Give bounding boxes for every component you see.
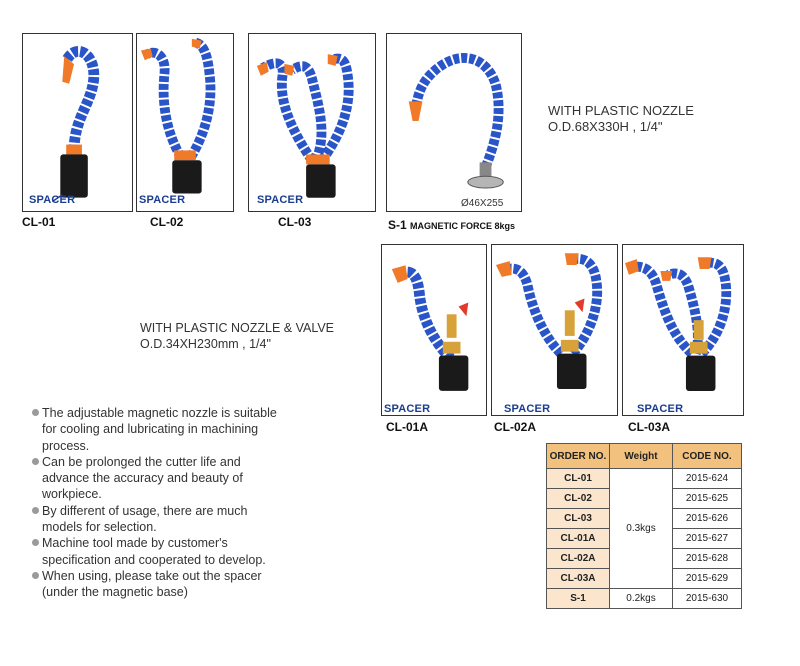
header-weight: Weight [609, 443, 673, 469]
product-image-s-1: Ø46X255 [386, 33, 522, 212]
hose-illustration [408, 53, 504, 189]
code-cell: 2015-628 [672, 548, 742, 569]
code-cell: 2015-629 [672, 568, 742, 589]
hose-illustration [624, 257, 732, 391]
model-label-cl-02a: CL-02A [494, 420, 537, 434]
feature-item: Machine tool made by customer's specific… [32, 535, 290, 568]
order-cell: CL-01 [546, 468, 610, 489]
dimension-label: Ø46X255 [461, 198, 504, 209]
product-image-cl-03: SPACER [248, 33, 376, 212]
table-row: CL-03A 2015-629 [546, 568, 742, 589]
table-row: CL-03 2015-626 [546, 508, 742, 529]
hose-illustration [140, 37, 216, 194]
code-cell: 2015-624 [672, 468, 742, 489]
spacer-label: SPACER [29, 194, 76, 206]
table-row: CL-01 0.3kgs 2015-624 [546, 468, 742, 589]
header-code-no: CODE NO. [672, 443, 742, 469]
table-row: CL-01A 2015-627 [546, 528, 742, 549]
model-label-cl-02: CL-02 [150, 215, 184, 229]
spacer-label: SPACER [637, 403, 684, 415]
code-cell: 2015-627 [672, 528, 742, 549]
order-cell: CL-02A [546, 548, 610, 569]
order-cell: CL-02 [546, 488, 610, 509]
table-row: CL-02A 2015-628 [546, 548, 742, 569]
product-image-cl-01a: SPACER [381, 244, 487, 416]
weight-cell: 0.3kgs [609, 468, 673, 589]
product-image-cl-02a: SPACER [491, 244, 618, 416]
order-cell: CL-03 [546, 508, 610, 529]
model-label-cl-03: CL-03 [278, 215, 312, 229]
spacer-label: SPACER [257, 194, 304, 206]
header-order-no: ORDER NO. [546, 443, 610, 469]
hose-illustration [495, 253, 603, 390]
code-cell: 2015-630 [672, 588, 742, 609]
hose-illustration [52, 46, 100, 203]
order-cell: CL-01A [546, 528, 610, 549]
spec-plastic-nozzle-valve: WITH PLASTIC NOZZLE & VALVE O.D.34XH230m… [140, 321, 335, 351]
code-cell: 2015-625 [672, 488, 742, 509]
model-label-cl-01: CL-01 [22, 215, 56, 229]
hose-illustration [391, 265, 469, 391]
order-table: ORDER NO. Weight CODE NO. CL-01 0.3kgs 2… [546, 443, 742, 609]
feature-list: The adjustable magnetic nozzle is suitab… [32, 405, 290, 601]
magnetic-force-caption: MAGNETIC FORCE 8kgs [410, 221, 516, 231]
product-image-cl-02: SPACER [136, 33, 234, 212]
model-label-cl-03a: CL-03A [628, 420, 671, 434]
weight-cell: 0.2kgs [609, 588, 673, 609]
table-row: S-1 0.2kgs 2015-630 [546, 588, 742, 609]
spec-plastic-nozzle: WITH PLASTIC NOZZLE O.D.68X330H , 1/4" [548, 103, 694, 134]
product-image-cl-03a: SPACER [622, 244, 744, 416]
feature-item: When using, please take out the spacer (… [32, 568, 290, 601]
code-cell: 2015-626 [672, 508, 742, 529]
spacer-label: SPACER [384, 403, 431, 415]
spacer-label: SPACER [504, 403, 551, 415]
feature-item: The adjustable magnetic nozzle is suitab… [32, 405, 290, 454]
hose-illustration [256, 53, 354, 198]
order-cell: CL-03A [546, 568, 610, 589]
table-row: CL-02 2015-625 [546, 488, 742, 509]
table-header-row: ORDER NO. Weight CODE NO. [546, 443, 742, 469]
feature-item: Can be prolonged the cutter life and adv… [32, 454, 290, 503]
order-cell: S-1 [546, 588, 610, 609]
product-image-cl-01: SPACER [22, 33, 133, 212]
model-label-s-1: S-1 MAGNETIC FORCE 8kgs [388, 218, 516, 232]
feature-item: By different of usage, there are much mo… [32, 503, 290, 536]
model-label-cl-01a: CL-01A [386, 420, 429, 434]
spacer-label: SPACER [139, 194, 186, 206]
